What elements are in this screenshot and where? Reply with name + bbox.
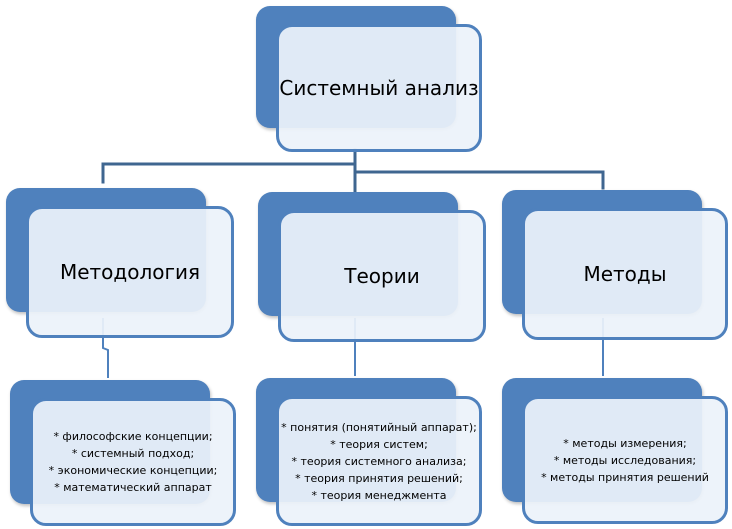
list-item: * методы исследования; — [553, 453, 697, 467]
connector-root-to-methodology — [101, 148, 357, 184]
list-item: * понятия (понятийный аппарат); — [281, 420, 477, 434]
list-item: * теория систем; — [330, 437, 428, 451]
list-item: * философские концепции; — [53, 430, 213, 443]
branch-node-methods-label: Методы — [583, 262, 667, 286]
list-item: * методы измерения; — [563, 436, 687, 450]
connector-root-to-methods — [353, 148, 605, 190]
branch-node-theories-label: Теории — [344, 264, 420, 288]
branch-node-methods-box: Методы — [522, 208, 728, 340]
list-item: * теория системного анализа; — [291, 454, 467, 468]
list-methods: * методы измерения; * методы исследовани… — [541, 435, 709, 486]
list-item: * системный подход; — [71, 447, 195, 460]
list-item: * экономические концепции; — [48, 464, 218, 477]
root-node-box: Системный анализ — [276, 24, 482, 152]
root-node-label: Системный анализ — [279, 76, 479, 100]
list-node-methods-box: * методы измерения; * методы исследовани… — [522, 396, 728, 524]
list-item: * математический аппарат — [54, 481, 212, 494]
branch-node-theories-box: Теории — [278, 210, 486, 342]
list-item: * теория принятия решений; — [295, 471, 463, 485]
list-methodology: * философские концепции; * системный под… — [49, 428, 218, 496]
branch-node-methodology-label: Методология — [59, 260, 201, 284]
list-item: * теория менеджмента — [311, 488, 447, 502]
list-item: * методы принятия решений — [541, 470, 709, 484]
list-theories: * понятия (понятийный аппарат); * теория… — [281, 419, 477, 504]
list-node-theories-box: * понятия (понятийный аппарат); * теория… — [276, 396, 482, 526]
branch-node-methodology-box: Методология — [26, 206, 234, 338]
list-node-methodology-box: * философские концепции; * системный под… — [30, 398, 236, 526]
